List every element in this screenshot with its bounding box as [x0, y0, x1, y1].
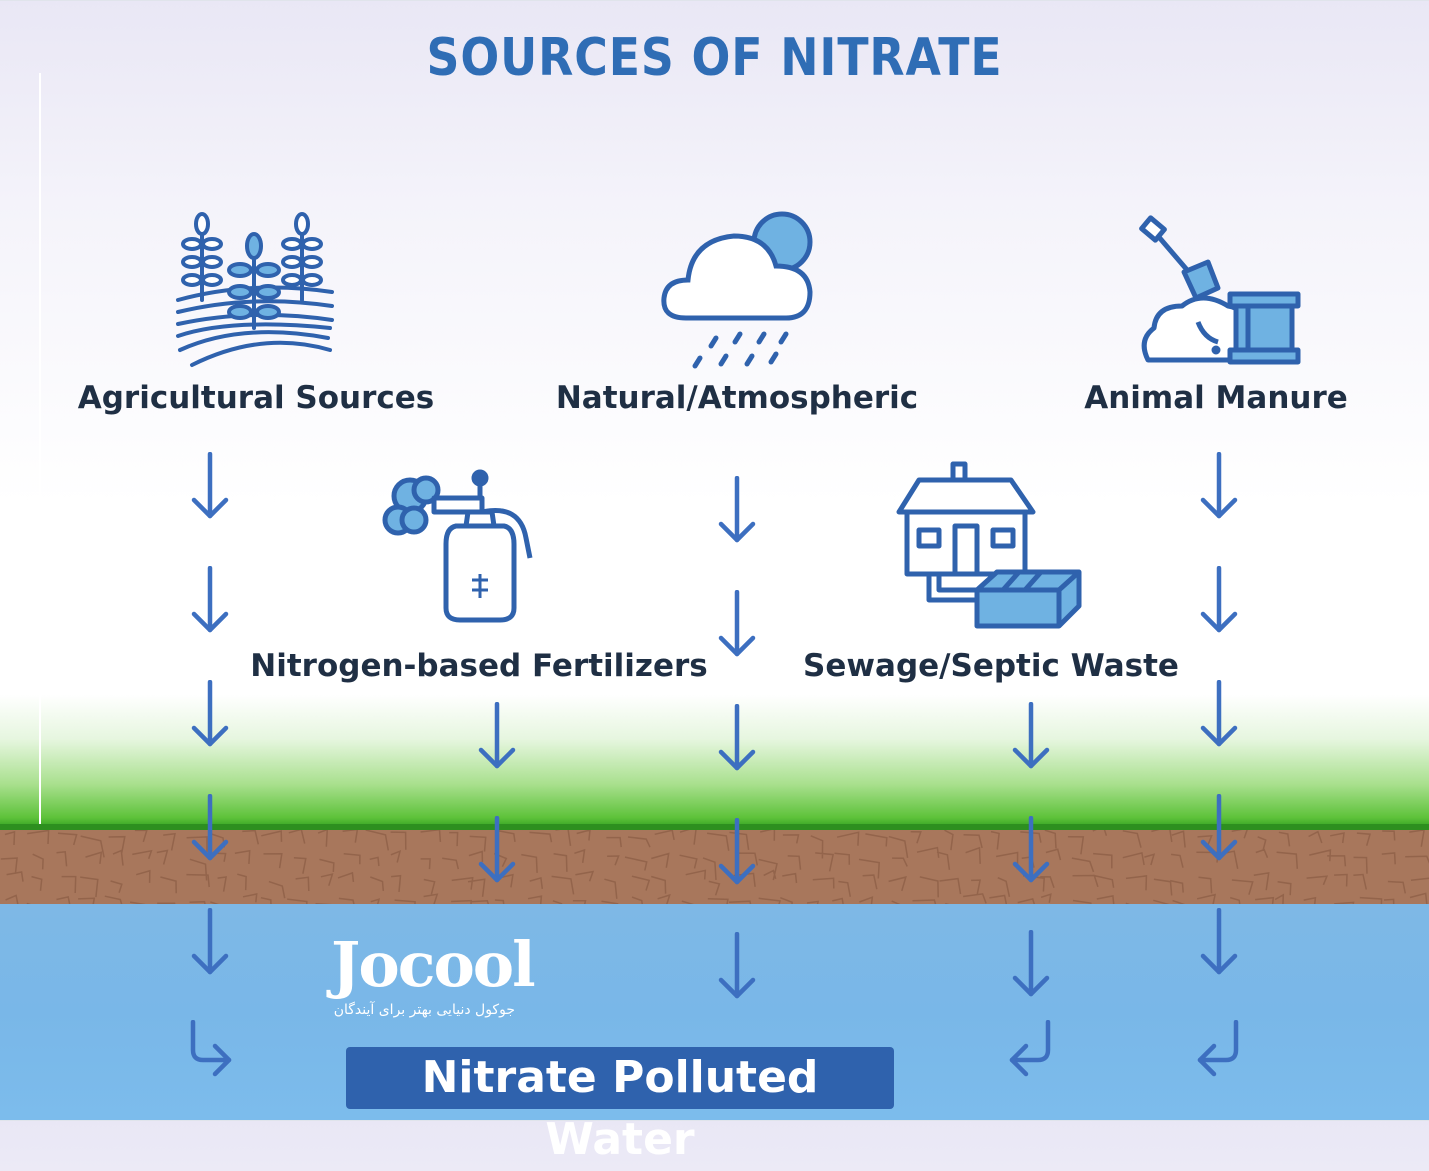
down-arrow-icon — [191, 908, 229, 975]
down-arrow-icon — [718, 476, 756, 543]
down-arrow-icon — [1200, 452, 1238, 519]
down-arrow-icon — [1200, 794, 1238, 861]
logo-wordmark: Jocool — [331, 928, 536, 1001]
logo-tagline: جوکول دنیایی بهتر برای آیندگان — [333, 1002, 515, 1018]
crops-field-icon — [176, 212, 334, 367]
down-arrow-icon — [718, 932, 756, 999]
source-label-fertilizers: Nitrogen-based Fertilizers — [250, 648, 708, 684]
frame-line-vertical — [39, 73, 41, 978]
down-arrow-icon — [1200, 566, 1238, 633]
soil-layer — [0, 830, 1429, 904]
down-arrow-icon — [1012, 702, 1050, 769]
down-arrow-icon — [1200, 908, 1238, 975]
down-arrow-icon — [718, 590, 756, 657]
jocool-logo: Jocool جوکول دنیایی بهتر برای آیندگان — [325, 928, 536, 1028]
down-arrow-icon — [1200, 680, 1238, 747]
page-title: SOURCES OF NITRATE — [426, 28, 1003, 88]
source-label-agricultural: Agricultural Sources — [77, 380, 435, 416]
source-label-natural-atmospheric: Natural/Atmospheric — [555, 380, 919, 416]
down-arrow-icon — [718, 818, 756, 885]
down-arrow-icon — [191, 452, 229, 519]
turn-left-arrow-icon — [1009, 1020, 1051, 1077]
down-arrow-icon — [478, 816, 516, 883]
grass-layer — [0, 824, 1429, 832]
soil-crack-texture — [0, 830, 1429, 904]
down-arrow-icon — [718, 704, 756, 771]
down-arrow-icon — [478, 702, 516, 769]
down-arrow-icon — [191, 566, 229, 633]
shovel-manure-icon — [1139, 215, 1301, 365]
result-label-nitrate-polluted-water: Nitrate Polluted Water — [346, 1047, 894, 1165]
source-label-sewage-septic: Sewage/Septic Waste — [803, 648, 1179, 684]
rain-cloud-sun-icon — [661, 211, 813, 369]
down-arrow-icon — [1012, 930, 1050, 997]
down-arrow-icon — [191, 680, 229, 747]
house-septic-tank-icon — [896, 461, 1082, 629]
turn-right-arrow-icon — [190, 1020, 232, 1077]
fertilizer-sprayer-icon — [382, 469, 533, 623]
down-arrow-icon — [1012, 816, 1050, 883]
source-label-animal-manure: Animal Manure — [1084, 380, 1348, 416]
down-arrow-icon — [191, 794, 229, 861]
turn-left-arrow-icon — [1197, 1020, 1239, 1077]
